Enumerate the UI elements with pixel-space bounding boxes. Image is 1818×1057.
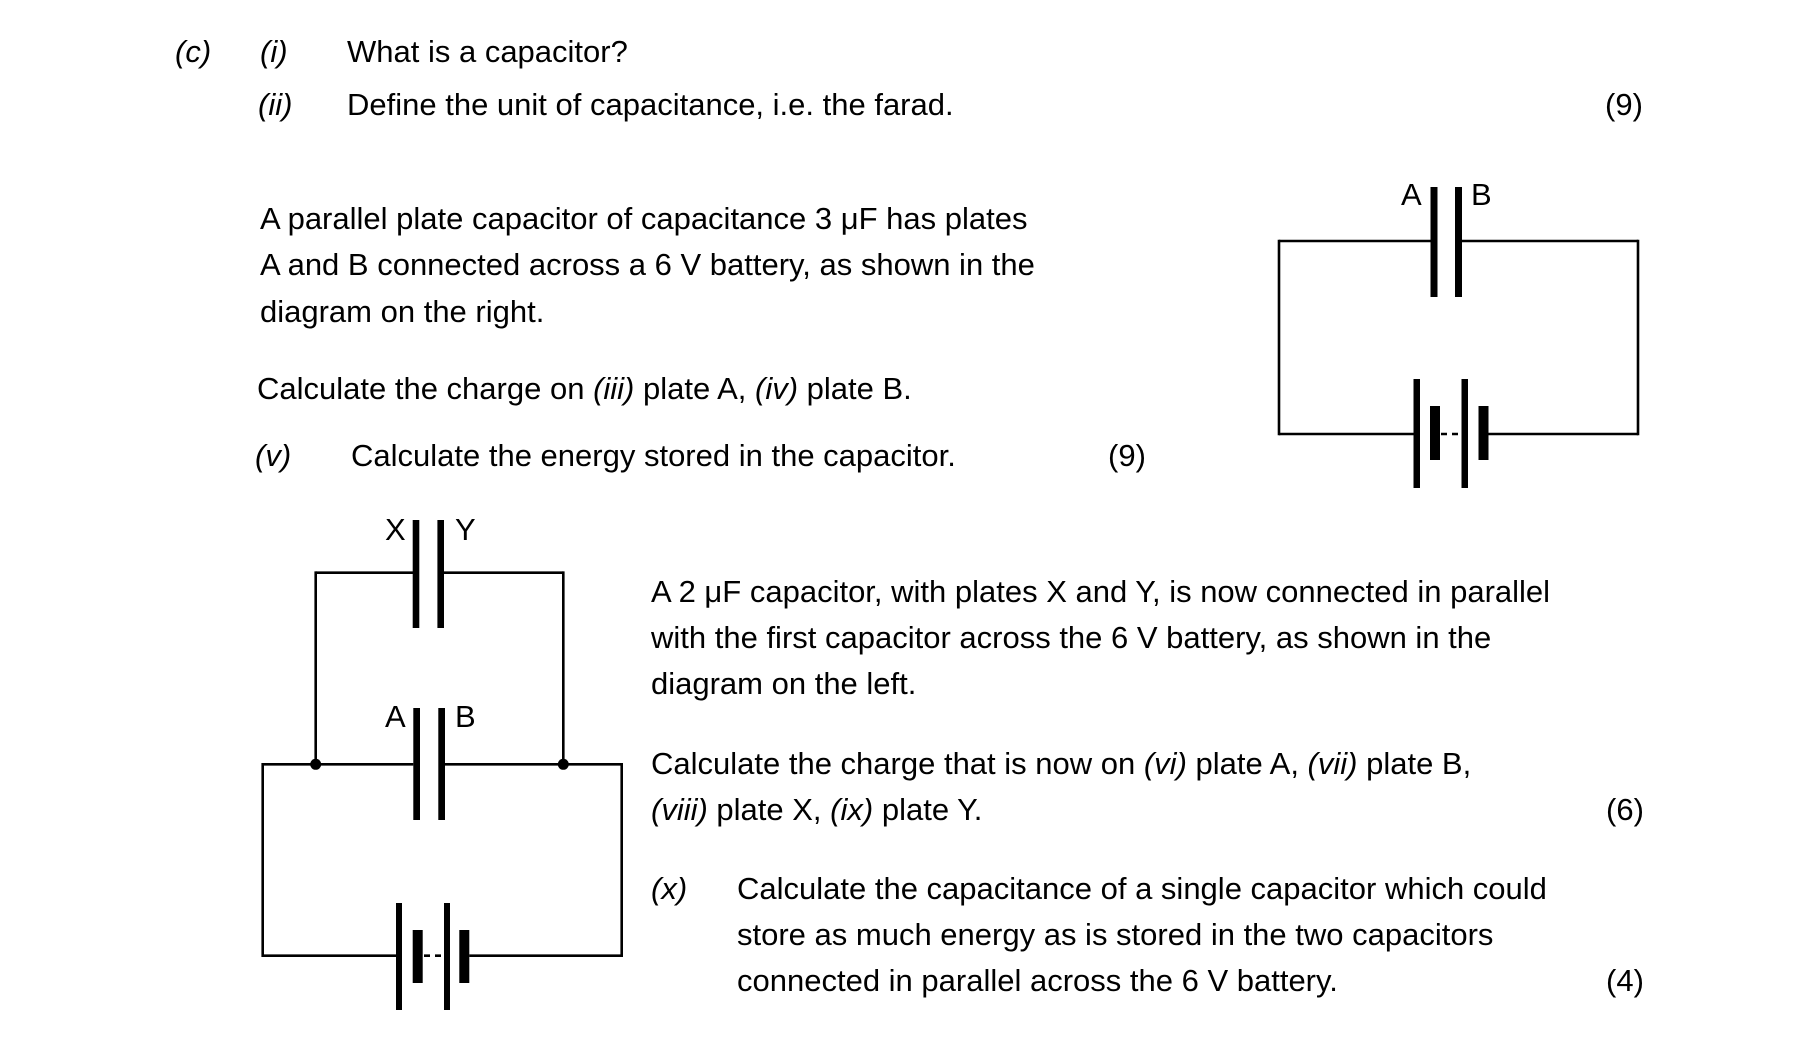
question-v-text: Calculate the energy stored in the capac… <box>351 438 956 473</box>
question-x-line2: store as much energy as is stored in the… <box>737 917 1494 952</box>
charge-q2-text: Calculate the charge that is now on <box>651 746 1144 781</box>
plate-b-label: B <box>1471 177 1492 212</box>
part-label-c: (c) <box>175 34 212 69</box>
charge-q2-text4: plate X, <box>707 792 831 827</box>
plate-a-label: A <box>385 699 406 734</box>
battery-cell1-long-plate <box>1413 379 1420 488</box>
charge-q2-text5: plate Y. <box>873 792 983 827</box>
parallel-para-line1: A 2 μF capacitor, with plates X and Y, i… <box>651 574 1551 609</box>
item-label-i: (i) <box>260 34 288 69</box>
battery-cell1-short-plate <box>1430 406 1440 460</box>
charge-q1-text: Calculate the charge on <box>257 371 594 406</box>
capacitor-plate-b <box>1455 187 1462 297</box>
charge-question-1: Calculate the charge on (iii) plate A, (… <box>257 366 912 412</box>
intro-para-line3: diagram on the right. <box>260 294 545 329</box>
capacitor-plate-b <box>438 708 445 820</box>
question-x-line3: connected in parallel across the 6 V bat… <box>737 963 1338 998</box>
plate-b-label: B <box>455 699 476 734</box>
item-label-viii: (viii) <box>651 792 708 827</box>
plate-x-label: X <box>385 512 406 547</box>
capacitor-plate-y <box>437 520 444 628</box>
item-label-vi: (vi) <box>1143 746 1187 781</box>
item-label-v: (v) <box>255 438 292 473</box>
marks-v: (9) <box>1108 438 1146 473</box>
intro-para-line1: A parallel plate capacitor of capacitanc… <box>260 201 1028 236</box>
item-label-iii: (iii) <box>593 371 635 406</box>
item-label-x: (x) <box>651 871 688 906</box>
item-label-vii: (vii) <box>1307 746 1358 781</box>
plate-y-label: Y <box>455 512 476 547</box>
charge-q1-text3: plate B. <box>798 371 912 406</box>
item-label-ii: (ii) <box>258 87 293 122</box>
parallel-para-line3: diagram on the left. <box>651 666 917 701</box>
battery-cell1-short-plate <box>412 930 423 983</box>
charge-q1-text2: plate A, <box>634 371 756 406</box>
battery-cell2-short-plate <box>1478 406 1489 460</box>
marks-x: (4) <box>1606 963 1644 998</box>
circuit-diagram-parallel-capacitors: X Y A B <box>261 512 624 1010</box>
item-label-iv: (iv) <box>755 371 799 406</box>
marks-ii: (9) <box>1605 87 1643 122</box>
capacitor-plate-x <box>412 520 420 628</box>
plate-a-label: A <box>1401 177 1422 212</box>
question-ii-text: Define the unit of capacitance, i.e. the… <box>347 87 954 122</box>
question-x-line1: Calculate the capacitance of a single ca… <box>737 871 1547 906</box>
intro-para-line2: A and B connected across a 6 V battery, … <box>260 247 1035 282</box>
capacitor-plate-a <box>413 708 420 820</box>
battery-cell2-short-plate <box>459 930 470 983</box>
charge-q2-text2: plate A, <box>1186 746 1308 781</box>
junction-dot-left <box>310 758 322 770</box>
battery-cell2-long-plate <box>444 903 450 1010</box>
junction-dot-right <box>557 758 569 770</box>
charge-q2-text3: plate B, <box>1357 746 1472 781</box>
circuit-diagram-single-capacitor: A B <box>1277 177 1640 488</box>
item-label-ix: (ix) <box>830 792 874 827</box>
battery-cell1-long-plate <box>396 903 402 1010</box>
parallel-para-line2: with the first capacitor across the 6 V … <box>651 620 1492 655</box>
charge-question-2-line2: (viii) plate X, (ix) plate Y. <box>651 787 982 833</box>
charge-question-2-line1: Calculate the charge that is now on (vi)… <box>651 741 1471 787</box>
battery-cell2-long-plate <box>1461 379 1468 488</box>
marks-charge-2: (6) <box>1606 792 1644 827</box>
capacitor-plate-a <box>1430 187 1438 297</box>
question-i-text: What is a capacitor? <box>347 34 628 69</box>
